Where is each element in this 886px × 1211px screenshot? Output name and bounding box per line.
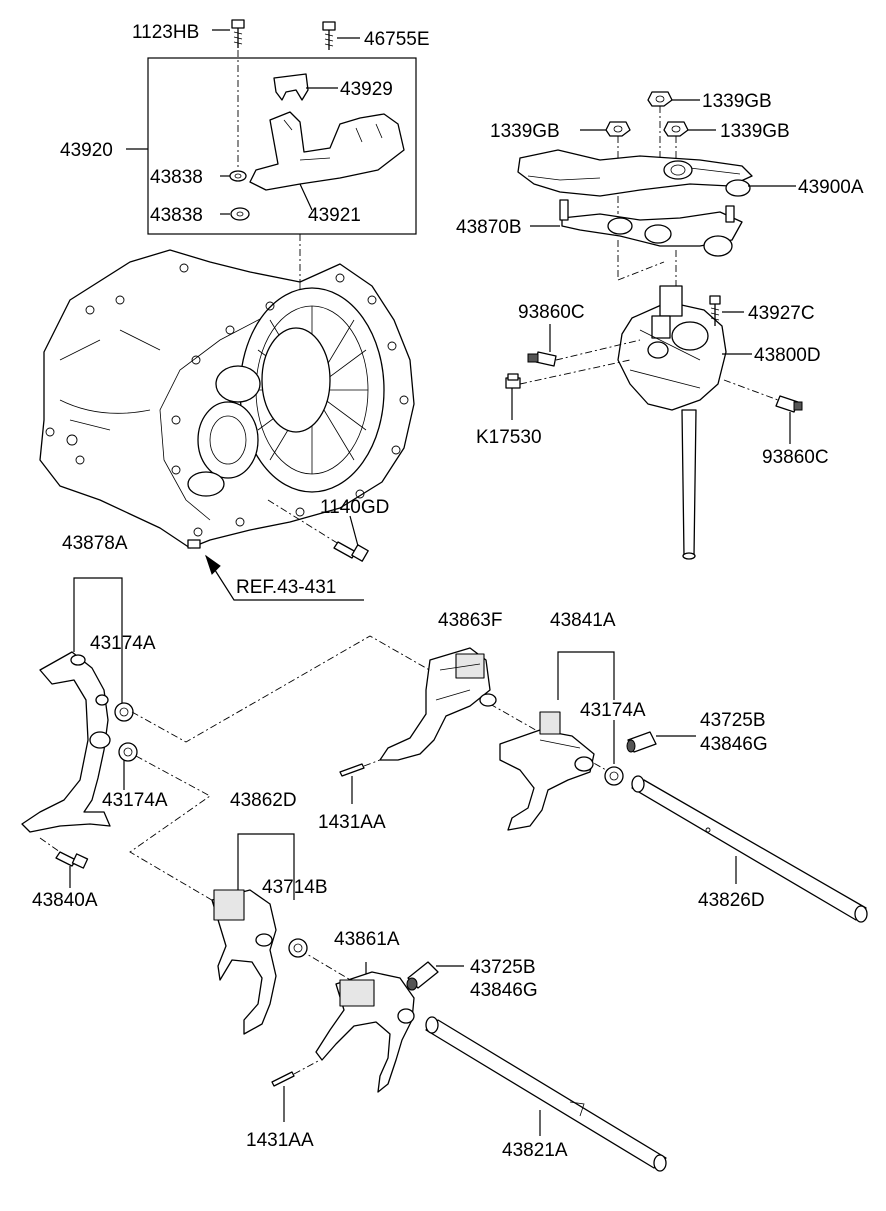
bushing-43714b[interactable]	[288, 938, 308, 958]
transmission-case-housing[interactable]	[39, 249, 415, 549]
bushing-43174a-c[interactable]	[118, 742, 138, 762]
label-1431aa-a: 1431AA	[318, 812, 386, 833]
label-43725b-b: 43725B	[470, 957, 536, 978]
part-labels: 1123HB 46755E 43929 43920 43838 43838 43…	[32, 22, 864, 1161]
label-1431aa-b: 1431AA	[246, 1130, 314, 1151]
shift-lever-assembly	[505, 91, 803, 560]
label-43878a: 43878A	[62, 533, 128, 554]
label-43927c: 43927C	[748, 303, 815, 324]
label-43174a-a: 43174A	[90, 633, 156, 654]
washer-43838-lower[interactable]	[230, 207, 250, 221]
fork-43861a[interactable]	[315, 971, 415, 1093]
label-93860c-right: 93860C	[762, 447, 829, 468]
label-43840a: 43840A	[32, 890, 98, 911]
label-1339gb-right: 1339GB	[720, 121, 790, 142]
label-93860c-left: 93860C	[518, 302, 585, 323]
washer-43838-upper[interactable]	[229, 170, 247, 182]
plug-k17530[interactable]	[505, 373, 521, 389]
label-1140gd: 1140GD	[320, 497, 389, 518]
label-43929: 43929	[340, 79, 393, 100]
sensor-93860c-right[interactable]	[775, 395, 803, 413]
case-bore-2	[187, 471, 225, 497]
nut-1339gb-top[interactable]	[647, 91, 673, 107]
label-43846g-a: 43846G	[700, 734, 768, 755]
label-1123hb: 1123HB	[132, 22, 199, 43]
control-housing-43800d[interactable]	[617, 301, 727, 411]
bolt-1140gd[interactable]	[333, 541, 369, 562]
label-43838-lower: 43838	[150, 205, 203, 226]
label-43920: 43920	[60, 140, 113, 161]
clip-43929[interactable]	[273, 73, 309, 101]
label-43861a: 43861A	[334, 929, 400, 950]
bolt-43840a[interactable]	[55, 851, 89, 869]
label-ref-43-431: REF.43-431	[236, 577, 336, 598]
detent-43725b-b[interactable]	[406, 961, 439, 991]
label-1339gb-top: 1339GB	[702, 91, 772, 112]
label-43862d: 43862D	[230, 790, 297, 811]
label-43838-upper: 43838	[150, 167, 203, 188]
detent-43725b-a[interactable]	[626, 731, 657, 753]
label-43900a: 43900A	[798, 177, 864, 198]
label-43841a: 43841A	[550, 610, 616, 631]
label-43870b: 43870B	[456, 217, 522, 238]
bolt-43927c[interactable]	[709, 295, 721, 326]
control-shaft	[681, 409, 697, 557]
fork-43841a[interactable]	[499, 729, 595, 831]
label-k17530: K17530	[476, 427, 542, 448]
label-43826d: 43826D	[698, 890, 765, 911]
label-43863f: 43863F	[438, 610, 502, 631]
bracket-assembly-group	[126, 19, 417, 290]
label-43846g-b: 43846G	[470, 980, 538, 1001]
nut-1339gb-left[interactable]	[605, 121, 631, 137]
label-43800d: 43800D	[754, 345, 821, 366]
case-bore-1	[197, 401, 259, 479]
bushing-43174a-a[interactable]	[114, 702, 134, 722]
bracket-box-frame	[147, 57, 417, 235]
label-43174a-b: 43174A	[580, 700, 646, 721]
label-43725b-a: 43725B	[700, 710, 766, 731]
lever-43900a[interactable]	[517, 149, 753, 197]
label-43714b: 43714B	[262, 877, 328, 898]
label-43921: 43921	[308, 205, 361, 226]
bracket-43921[interactable]	[249, 111, 405, 191]
label-46755e: 46755E	[364, 29, 430, 50]
pin-1431aa-b[interactable]	[271, 1071, 295, 1087]
sensor-93860c-left[interactable]	[527, 351, 557, 367]
pin-1431aa-a[interactable]	[339, 763, 365, 777]
label-43821a: 43821A	[502, 1140, 568, 1161]
case-bore-3	[215, 365, 261, 403]
nut-1339gb-right[interactable]	[663, 121, 689, 137]
label-43174a-c: 43174A	[102, 790, 168, 811]
bushing-43174a-b[interactable]	[604, 766, 624, 786]
label-1339gb-left: 1339GB	[490, 121, 560, 142]
fork-43878a[interactable]	[21, 651, 111, 833]
bolt-1123hb[interactable]	[231, 19, 245, 48]
fork-43862d[interactable]	[211, 889, 277, 1035]
bolt-46755e[interactable]	[322, 21, 336, 50]
